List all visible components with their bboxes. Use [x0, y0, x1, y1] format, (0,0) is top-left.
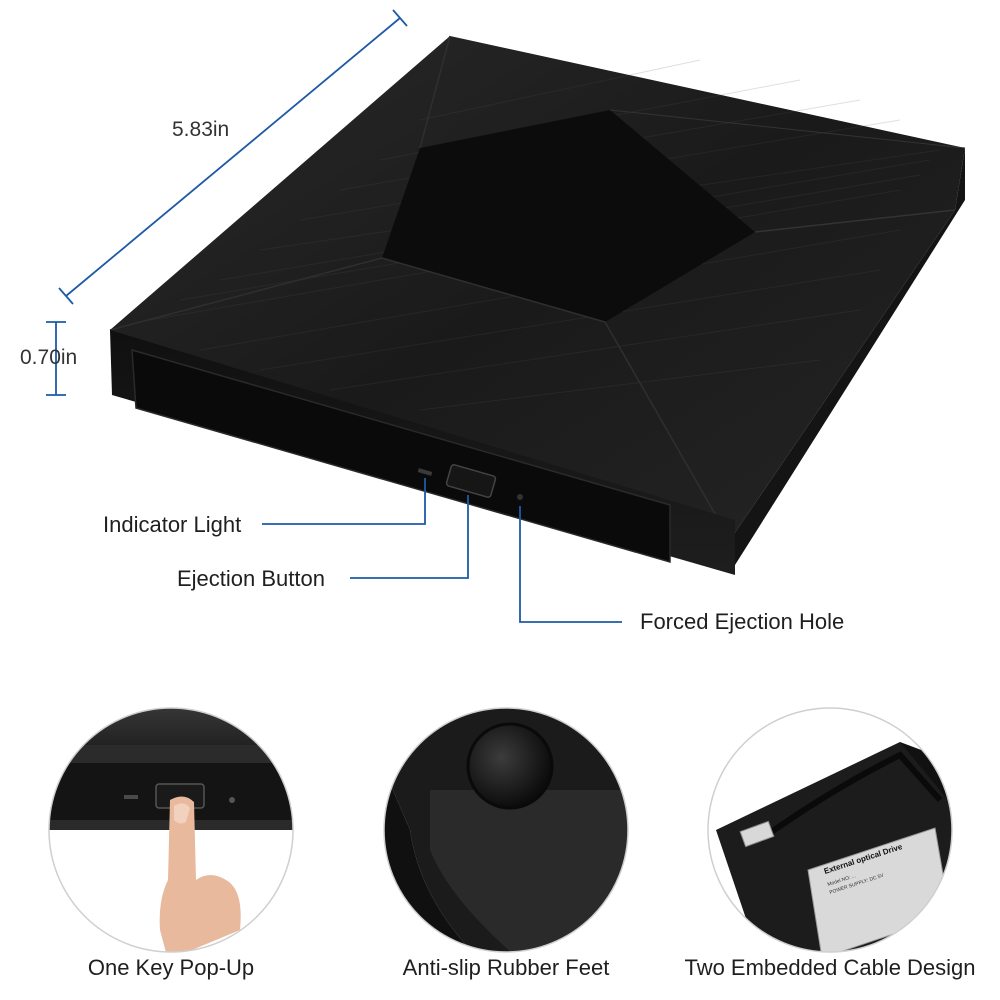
rubber-foot [466, 722, 554, 810]
drive-right-face [730, 148, 965, 565]
ejection-callout-line [350, 495, 469, 579]
feature-caption-rubber-feet: Anti-slip Rubber Feet [402, 955, 610, 980]
feature-circle-cables: External optical Drive Model NO: ... POW… [707, 707, 953, 953]
hole-callout-line [519, 506, 622, 623]
usb-connector [739, 820, 775, 848]
ejection-button [445, 464, 497, 498]
pentagon-facet [382, 110, 755, 322]
ejection-button-label: Ejection Button [177, 566, 325, 591]
height-dimension-label: 0.70in [20, 346, 78, 369]
forced-ejection-hole-label: Forced Ejection Hole [640, 609, 845, 634]
width-dimension [58, 9, 408, 305]
indicator-light [417, 468, 433, 476]
disc-tray [131, 348, 671, 563]
usb-cable [758, 751, 943, 843]
feature-circle-rubber-feet [383, 707, 629, 953]
optical-drive [109, 35, 966, 575]
feature-caption-one-key: One Key Pop-Up [87, 955, 255, 980]
width-dimension-label: 5.83in [172, 118, 230, 141]
pressing-finger [159, 796, 241, 952]
forced-ejection-hole [517, 494, 523, 500]
callout-lines [262, 478, 622, 623]
height-dimension [46, 321, 66, 396]
indicator-light-label: Indicator Light [103, 512, 242, 537]
feature-caption-cables: Two Embedded Cable Design [684, 955, 976, 980]
mini-indicator-light [124, 795, 138, 799]
indicator-callout-line [262, 478, 426, 525]
feature-circle-one-key [48, 707, 294, 953]
